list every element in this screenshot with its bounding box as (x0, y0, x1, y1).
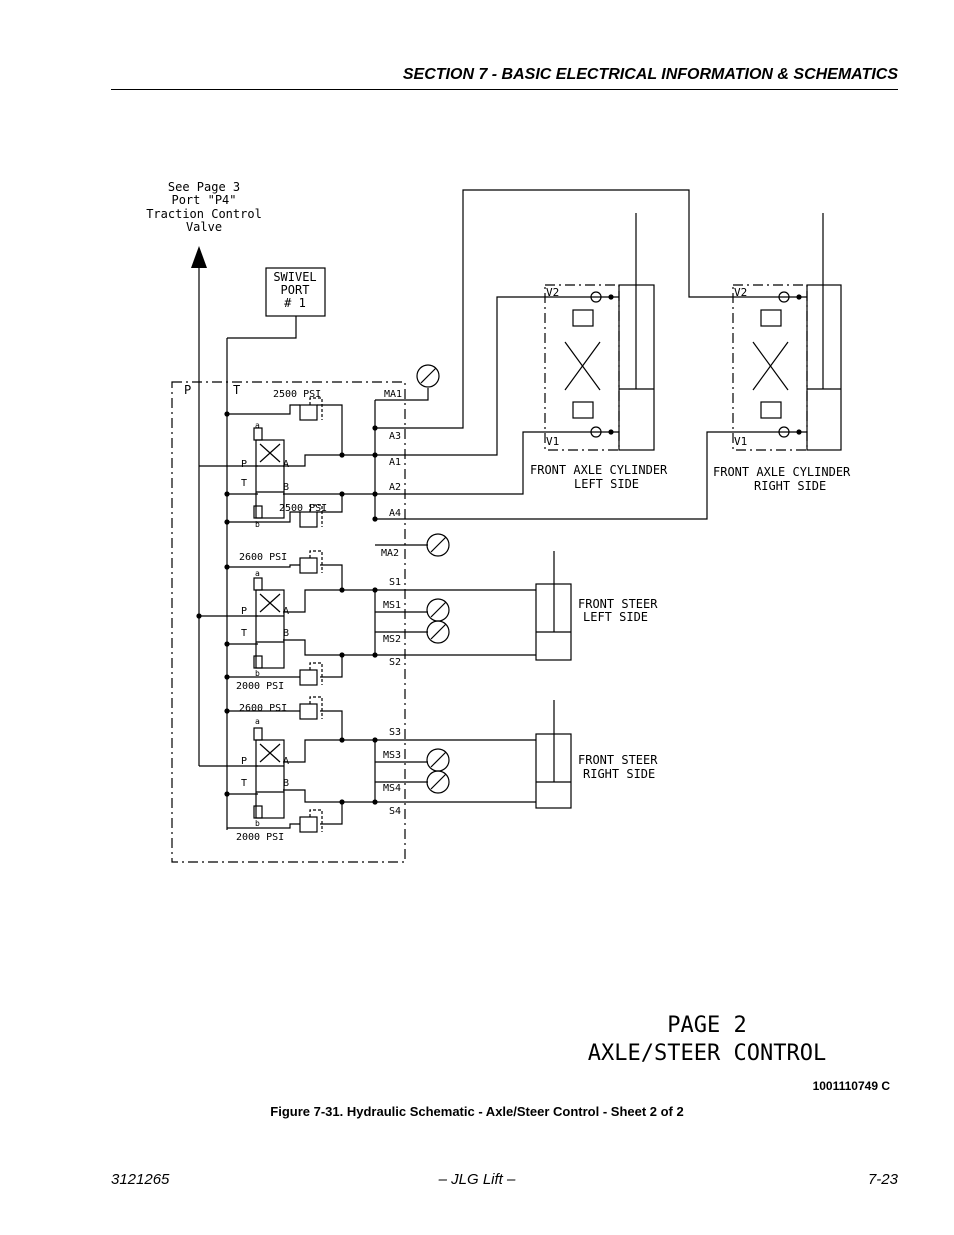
swivel-port-label: PORT (281, 283, 310, 297)
solenoid-a: a (255, 421, 260, 430)
section-title: SECTION 7 - BASIC ELECTRICAL INFORMATION… (402, 66, 898, 83)
relief-valve (299, 816, 318, 833)
relief-valve (299, 511, 318, 528)
relief-valve (299, 404, 318, 421)
swivel-port-line (227, 316, 297, 339)
spool-port-t: T (241, 778, 247, 789)
steer-right-spool-valve (255, 739, 285, 819)
spool-port-b: B (283, 482, 289, 493)
solenoid-a: a (255, 569, 260, 578)
steer-left-label: FRONT STEER (578, 597, 658, 611)
spool-port-a: A (283, 459, 289, 470)
axle-right-label: FRONT AXLE CYLINDER (713, 465, 851, 479)
footer-brand: – JLG Lift – (438, 1171, 516, 1188)
spool-port-p: P (241, 606, 247, 617)
axle-spool-valve (255, 439, 285, 519)
axle-left-valve-block (544, 284, 620, 451)
flow-arrow-icon (191, 246, 207, 268)
drawing-id: 1001110749 C (812, 1079, 890, 1093)
axle-right-cylinder (806, 284, 842, 451)
port-label-ms3: MS3 (383, 750, 401, 761)
source-note-line: Traction Control (146, 207, 262, 221)
page-label-line: PAGE 2 (667, 1013, 746, 1038)
steer-left-label: LEFT SIDE (583, 610, 648, 624)
spool-port-p: P (241, 756, 247, 767)
port-label-s2: S2 (389, 657, 401, 668)
swivel-port-label: # 1 (284, 296, 306, 310)
spool-port-t: T (241, 478, 247, 489)
page-number: 7-23 (867, 1171, 898, 1188)
spool-port-a: A (283, 756, 289, 767)
spool-port-p: P (241, 459, 247, 470)
axle-left-label: LEFT SIDE (574, 477, 639, 491)
relief-valve (299, 703, 318, 720)
solenoid-b: b (255, 819, 260, 828)
port-label-a3: A3 (389, 431, 401, 442)
port-label-ma1: MA1 (384, 389, 402, 400)
relief-setting: 2500 PSI (279, 503, 327, 514)
relief-setting: 2600 PSI (239, 552, 287, 563)
gauge-icon (416, 364, 440, 388)
valve-label-v2: V2 (546, 286, 559, 299)
port-label-a1: A1 (389, 457, 401, 468)
gauge-icon (426, 770, 450, 794)
figure-caption: Figure 7-31. Hydraulic Schematic - Axle/… (270, 1104, 684, 1119)
steer-right-label: RIGHT SIDE (583, 767, 655, 781)
junction-dots (196, 294, 802, 805)
port-label-ma2: MA2 (381, 548, 399, 559)
relief-setting: 2000 PSI (236, 681, 284, 692)
header-rule (111, 89, 898, 90)
source-note-line: Port "P4" (171, 193, 236, 207)
source-note-line: Valve (186, 220, 222, 234)
manifold-boundary (171, 381, 406, 863)
relief-valve (299, 557, 318, 574)
port-label-s4: S4 (389, 806, 401, 817)
solenoid-b: b (255, 669, 260, 678)
relief-setting: 2500 PSI (273, 389, 321, 400)
spool-port-b: B (283, 778, 289, 789)
page-label-line: AXLE/STEER CONTROL (588, 1041, 826, 1066)
valve-label-v1: V1 (546, 435, 559, 448)
port-label-ms4: MS4 (383, 783, 401, 794)
schematic-lines (171, 189, 842, 863)
p-port-label: P (184, 383, 191, 397)
relief-setting: 2600 PSI (239, 703, 287, 714)
axle-right-label: RIGHT SIDE (754, 479, 826, 493)
port-label-s1: S1 (389, 577, 401, 588)
port-label-s3: S3 (389, 727, 401, 738)
relief-setting: 2000 PSI (236, 832, 284, 843)
gauge-icon (426, 620, 450, 644)
axle-left-label: FRONT AXLE CYLINDER (530, 463, 668, 477)
valve-label-v2: V2 (734, 286, 747, 299)
port-label-a2: A2 (389, 482, 401, 493)
port-label-ms1: MS1 (383, 600, 401, 611)
source-note-line: See Page 3 (168, 180, 240, 194)
axle-right-valve-block (732, 284, 808, 451)
swivel-port-label: SWIVEL (273, 270, 316, 284)
solenoid-b: b (255, 520, 260, 529)
steer-right-label: FRONT STEER (578, 753, 658, 767)
swivel-port-box (265, 267, 326, 317)
t-port-label: T (233, 383, 240, 397)
port-label-ms2: MS2 (383, 634, 401, 645)
gauge-icon (426, 533, 450, 557)
steer-left-spool-valve (255, 589, 285, 669)
relief-valve (299, 669, 318, 686)
port-label-a4: A4 (389, 508, 401, 519)
solenoid-a: a (255, 717, 260, 726)
spool-port-a: A (283, 606, 289, 617)
spool-port-b: B (283, 628, 289, 639)
doc-number: 3121265 (111, 1171, 170, 1188)
spool-port-t: T (241, 628, 247, 639)
valve-label-v1: V1 (734, 435, 747, 448)
